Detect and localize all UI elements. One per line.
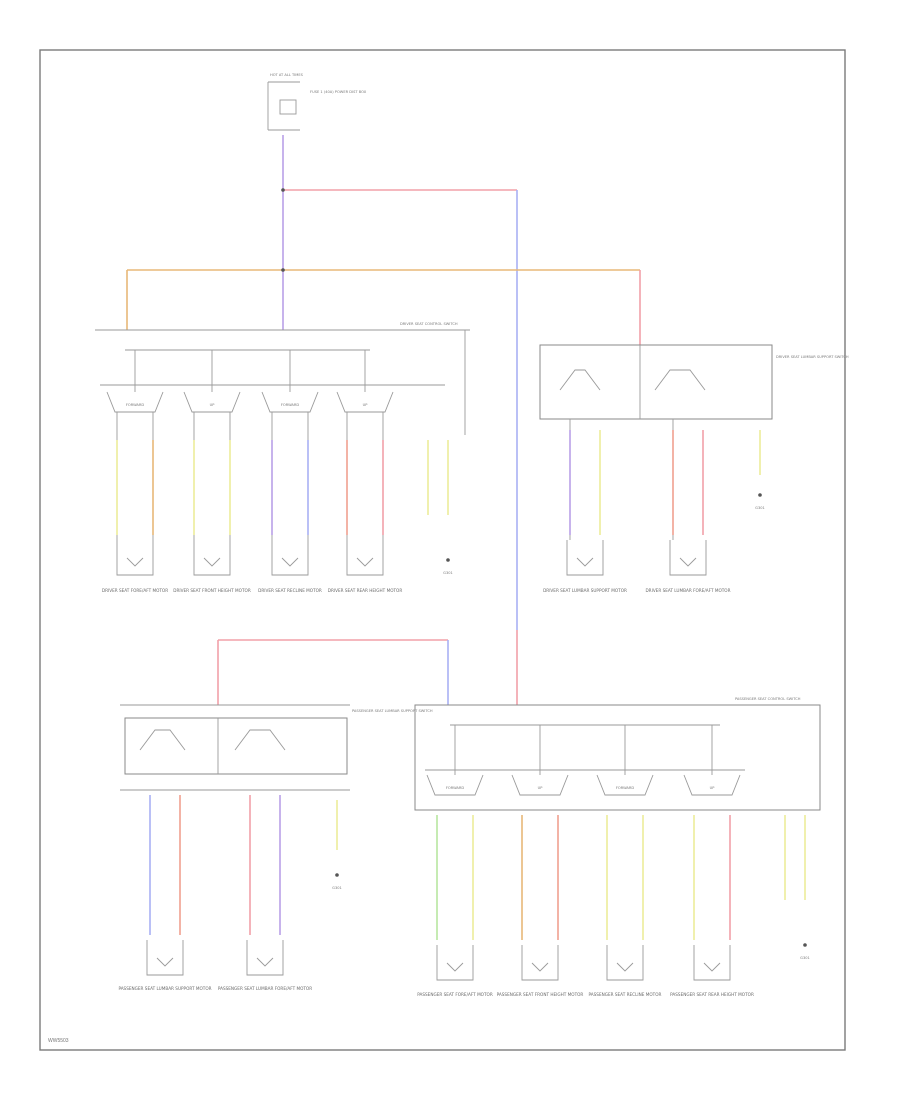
driver-switch-group: UP — [183, 391, 241, 413]
ground-label: G301 — [443, 571, 453, 575]
driver-switch-group: UP — [336, 391, 394, 413]
driver-seat-motor — [193, 540, 231, 576]
passenger-lumbar-title: PASSENGER SEAT LUMBAR SUPPORT SWITCH — [352, 709, 433, 713]
fuse-desc: FUSE 1 (40A) POWER DIST BOX — [310, 90, 367, 94]
driver-motor-label: DRIVER SEAT FRONT HEIGHT MOTOR — [173, 588, 251, 593]
passenger-lumbar-motor — [146, 940, 184, 976]
passenger-switch-group: UP — [683, 774, 741, 796]
diagram-code: WW5503 — [48, 1038, 69, 1044]
ground-label: G301 — [332, 886, 342, 890]
passenger-motor-label: PASSENGER SEAT REAR HEIGHT MOTOR — [670, 992, 754, 997]
driver-switch-group: FORWARD — [106, 391, 164, 413]
driver-lumbar-motor — [566, 540, 604, 576]
passenger-switch-group: FORWARD — [596, 774, 654, 796]
ground-symbol: G301 — [443, 558, 453, 575]
passenger-switch-title: PASSENGER SEAT CONTROL SWITCH — [735, 697, 801, 701]
driver-switch-group: FORWARD — [261, 391, 319, 413]
driver-motor-label: DRIVER SEAT RECLINE MOTOR — [258, 588, 322, 593]
driver-lumbar-motor — [669, 540, 707, 576]
driver-lumbar-motor-label: DRIVER SEAT LUMBAR SUPPORT MOTOR — [543, 588, 627, 593]
driver-motor-label: DRIVER SEAT FORE/AFT MOTOR — [102, 588, 168, 593]
switch-label: UP — [710, 786, 716, 790]
ground-symbol: G301 — [755, 493, 765, 510]
driver-seat-motor — [346, 540, 384, 576]
passenger-switch-group: UP — [511, 774, 569, 796]
ground-label: G301 — [800, 956, 810, 960]
passenger-lumbar-motor-label: PASSENGER SEAT LUMBAR FORE/AFT MOTOR — [218, 986, 312, 991]
passenger-lumbar-motor-label: PASSENGER SEAT LUMBAR SUPPORT MOTOR — [118, 986, 211, 991]
passenger-seat-motor — [436, 945, 474, 981]
passenger-seat-motor — [693, 945, 731, 981]
switch-label: FORWARD — [281, 403, 300, 407]
switch-label: FORWARD — [126, 403, 145, 407]
switch-label: FORWARD — [616, 786, 635, 790]
switch-label: UP — [538, 786, 544, 790]
driver-seat-motor — [116, 540, 154, 576]
driver-motor-label: DRIVER SEAT REAR HEIGHT MOTOR — [328, 588, 403, 593]
driver-seat-motor — [271, 540, 309, 576]
switch-label: UP — [210, 403, 216, 407]
driver-lumbar-switch: DRIVER SEAT LUMBAR SUPPORT SWITCH — [539, 344, 849, 420]
fuse-block: HOT AT ALL TIMES FUSE 1 (40A) POWER DIST… — [267, 73, 367, 131]
diagram-frame — [39, 49, 846, 1051]
passenger-lumbar-motor — [246, 940, 284, 976]
driver-lumbar-title: DRIVER SEAT LUMBAR SUPPORT SWITCH — [776, 355, 849, 359]
passenger-lumbar-switch: PASSENGER SEAT LUMBAR SUPPORT SWITCH — [120, 639, 449, 791]
passenger-motor-label: PASSENGER SEAT FORE/AFT MOTOR — [417, 992, 493, 997]
switch-label: FORWARD — [446, 786, 465, 790]
ground-symbol: G301 — [332, 873, 342, 890]
switch-label: UP — [363, 403, 369, 407]
driver-switch-title: DRIVER SEAT CONTROL SWITCH — [400, 322, 458, 326]
passenger-motor-label: PASSENGER SEAT FRONT HEIGHT MOTOR — [497, 992, 584, 997]
passenger-motor-label: PASSENGER SEAT RECLINE MOTOR — [589, 992, 662, 997]
main-feed-wires — [126, 135, 641, 705]
driver-lumbar-motor-label: DRIVER SEAT LUMBAR FORE/AFT MOTOR — [645, 588, 730, 593]
passenger-switch-group: FORWARD — [426, 774, 484, 796]
ground-label: G301 — [755, 506, 765, 510]
passenger-seat-control-switch: PASSENGER SEAT CONTROL SWITCH FORWARD UP F… — [414, 697, 821, 811]
driver-seat-control-switch: DRIVER SEAT CONTROL SWITCH FORWARD UP FORW… — [95, 322, 470, 540]
passenger-seat-motor — [521, 945, 559, 981]
ground-symbol: G301 — [800, 943, 810, 960]
fuse-label: HOT AT ALL TIMES — [270, 73, 304, 77]
passenger-seat-motor — [606, 945, 644, 981]
